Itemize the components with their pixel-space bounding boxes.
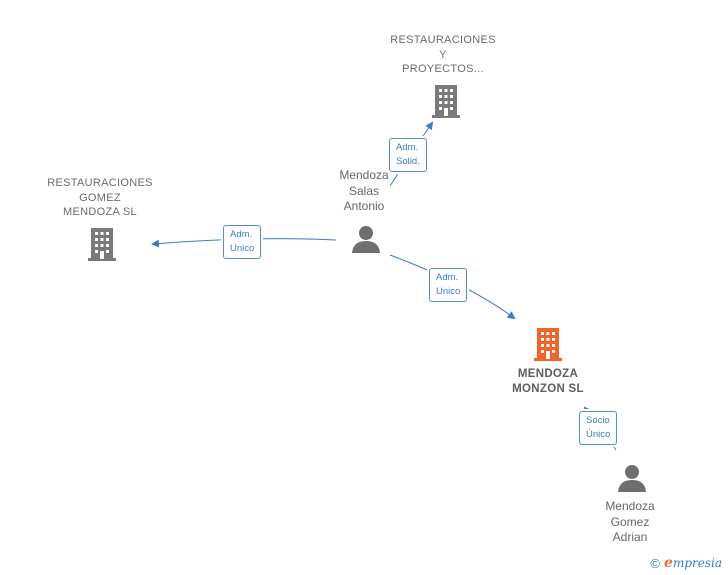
footer: © empresia <box>650 555 722 571</box>
edge-label-adm-solid[interactable]: Adm. Solid. <box>389 138 427 172</box>
person-label-mendoza-salas[interactable]: Mendoza Salas Antonio <box>339 168 389 213</box>
company-label-restauraciones-gomez[interactable]: RESTAURACIONES GOMEZ MENDOZA SL <box>47 177 153 218</box>
company-label-mendoza-monzon[interactable]: MENDOZA MONZON SL <box>512 368 584 395</box>
building-icon[interactable] <box>86 227 118 261</box>
person-label-mendoza-gomez[interactable]: Mendoza Gomez Adrian <box>605 499 655 544</box>
edge-label-adm-unico[interactable]: Adm. Unico <box>223 225 262 259</box>
company-label-restauraciones-proyectos[interactable]: RESTAURACIONES Y PROYECTOS... <box>390 34 496 75</box>
empresia-logo[interactable]: empresia <box>664 555 722 571</box>
person-icon[interactable] <box>616 463 648 493</box>
building-icon[interactable] <box>430 84 462 118</box>
edge-label-socio-unico[interactable]: Socio Único <box>579 411 618 445</box>
edge-label-adm-unico[interactable]: Adm. Unico <box>429 268 468 302</box>
building-icon[interactable] <box>532 327 564 361</box>
copyright-icon: © <box>650 555 661 571</box>
person-icon[interactable] <box>350 224 382 254</box>
